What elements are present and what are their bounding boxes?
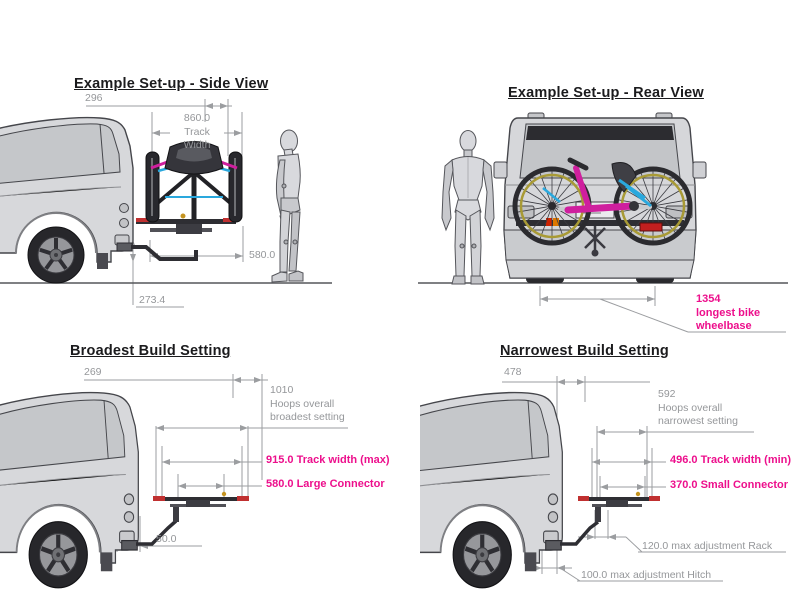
mannequin-front [441,130,495,285]
taillight [123,493,135,506]
small-connector-label: 370.0 Small Connector [670,479,788,491]
hitch-arm [136,519,178,546]
track-max-label: 915.0 Track width (max) [266,454,390,466]
panel-narrowest: Narrowest Build Setting 478 592 Hoops ov… [420,340,800,600]
bike-boom-magenta [564,202,636,214]
large-connector-label: 580.0 Large Connector [266,478,385,490]
hitch-receiver [116,242,133,252]
side-mirror [692,161,707,179]
broadest-drawing [0,374,348,589]
rack-platform [153,497,249,501]
rear-view-title: Example Set-up - Rear View [508,85,704,101]
panel-broadest: Broadest Build Setting 269 1010 Hoops ov… [0,340,400,600]
rear-vehicle-drawing [493,112,707,283]
rack-platform [136,219,236,224]
taillight [119,218,129,228]
mudflap [524,552,537,572]
taillight [547,511,559,523]
rack-reflector [639,222,663,232]
track-width-label: 860.0 Track Width [183,112,211,151]
side-view-title: Example Set-up - Side View [74,76,269,92]
adj-hitch-label: 100.0 max adjustment Hitch [581,569,712,581]
narrowest-title: Narrowest Build Setting [500,343,669,359]
broadest-title: Broadest Build Setting [70,343,231,359]
adj-rack-label: 120.0 max adjustment Rack [642,540,773,552]
side-mirror [493,161,508,179]
rear-view-dimension-lines [539,286,786,333]
hitch-arm [131,245,198,261]
dim-269-label: 269 [84,366,102,378]
rear-view-drawing [418,112,788,333]
taillight [123,511,135,523]
empty-rack-narrow [560,491,660,546]
narrowest-dimension-arrows [534,379,652,571]
vehicle-side [0,391,139,589]
narrowest-drawing [420,376,786,589]
hoops-broadest-note: 1010 Hoops overall broadest setting [270,384,345,423]
rack-and-trike [131,141,243,261]
rack-bar [516,220,684,226]
broadest-dimension-lines [84,374,348,552]
bike-fork-cyan [618,178,652,208]
wheelbase-note: 1354 longest bike wheelbase [696,293,761,332]
empty-rack [136,491,249,546]
dim-580-label: 580.0 [249,249,276,261]
bike-drawing [512,157,693,246]
vehicle-side [0,116,134,284]
mudflap [100,552,113,572]
hitch-arm [560,520,600,546]
panel-rear-view: Example Set-up - Rear View 1354 longest … [400,60,800,345]
trike-drawing [145,141,243,223]
dim-273-label: 273.4 [139,294,166,306]
vehicle-side [420,391,563,589]
side-view-drawing [0,99,332,308]
dim-478-label: 478 [504,366,522,378]
panel-side-view: Example Set-up - Side View 296 860.0 Tra… [0,0,400,340]
rear-view-dimension-arrows [540,296,655,302]
dim-296-label: 296 [85,92,103,104]
hoops-narrowest-note: 592 Hoops overall narrowest setting [658,388,738,427]
taillight [547,493,559,506]
bike-handlebar [567,157,589,171]
hitch-receiver [545,539,562,551]
person-side [271,129,304,283]
track-min-label: 496.0 Track width (min) [670,454,792,466]
bike-seat [611,162,637,193]
dim-50-label: 50.0 [156,533,177,545]
taillight [119,203,129,213]
rack-platform [578,497,660,501]
hitch-receiver [121,539,138,551]
rear-rack [516,218,684,257]
mudflap [97,253,108,269]
